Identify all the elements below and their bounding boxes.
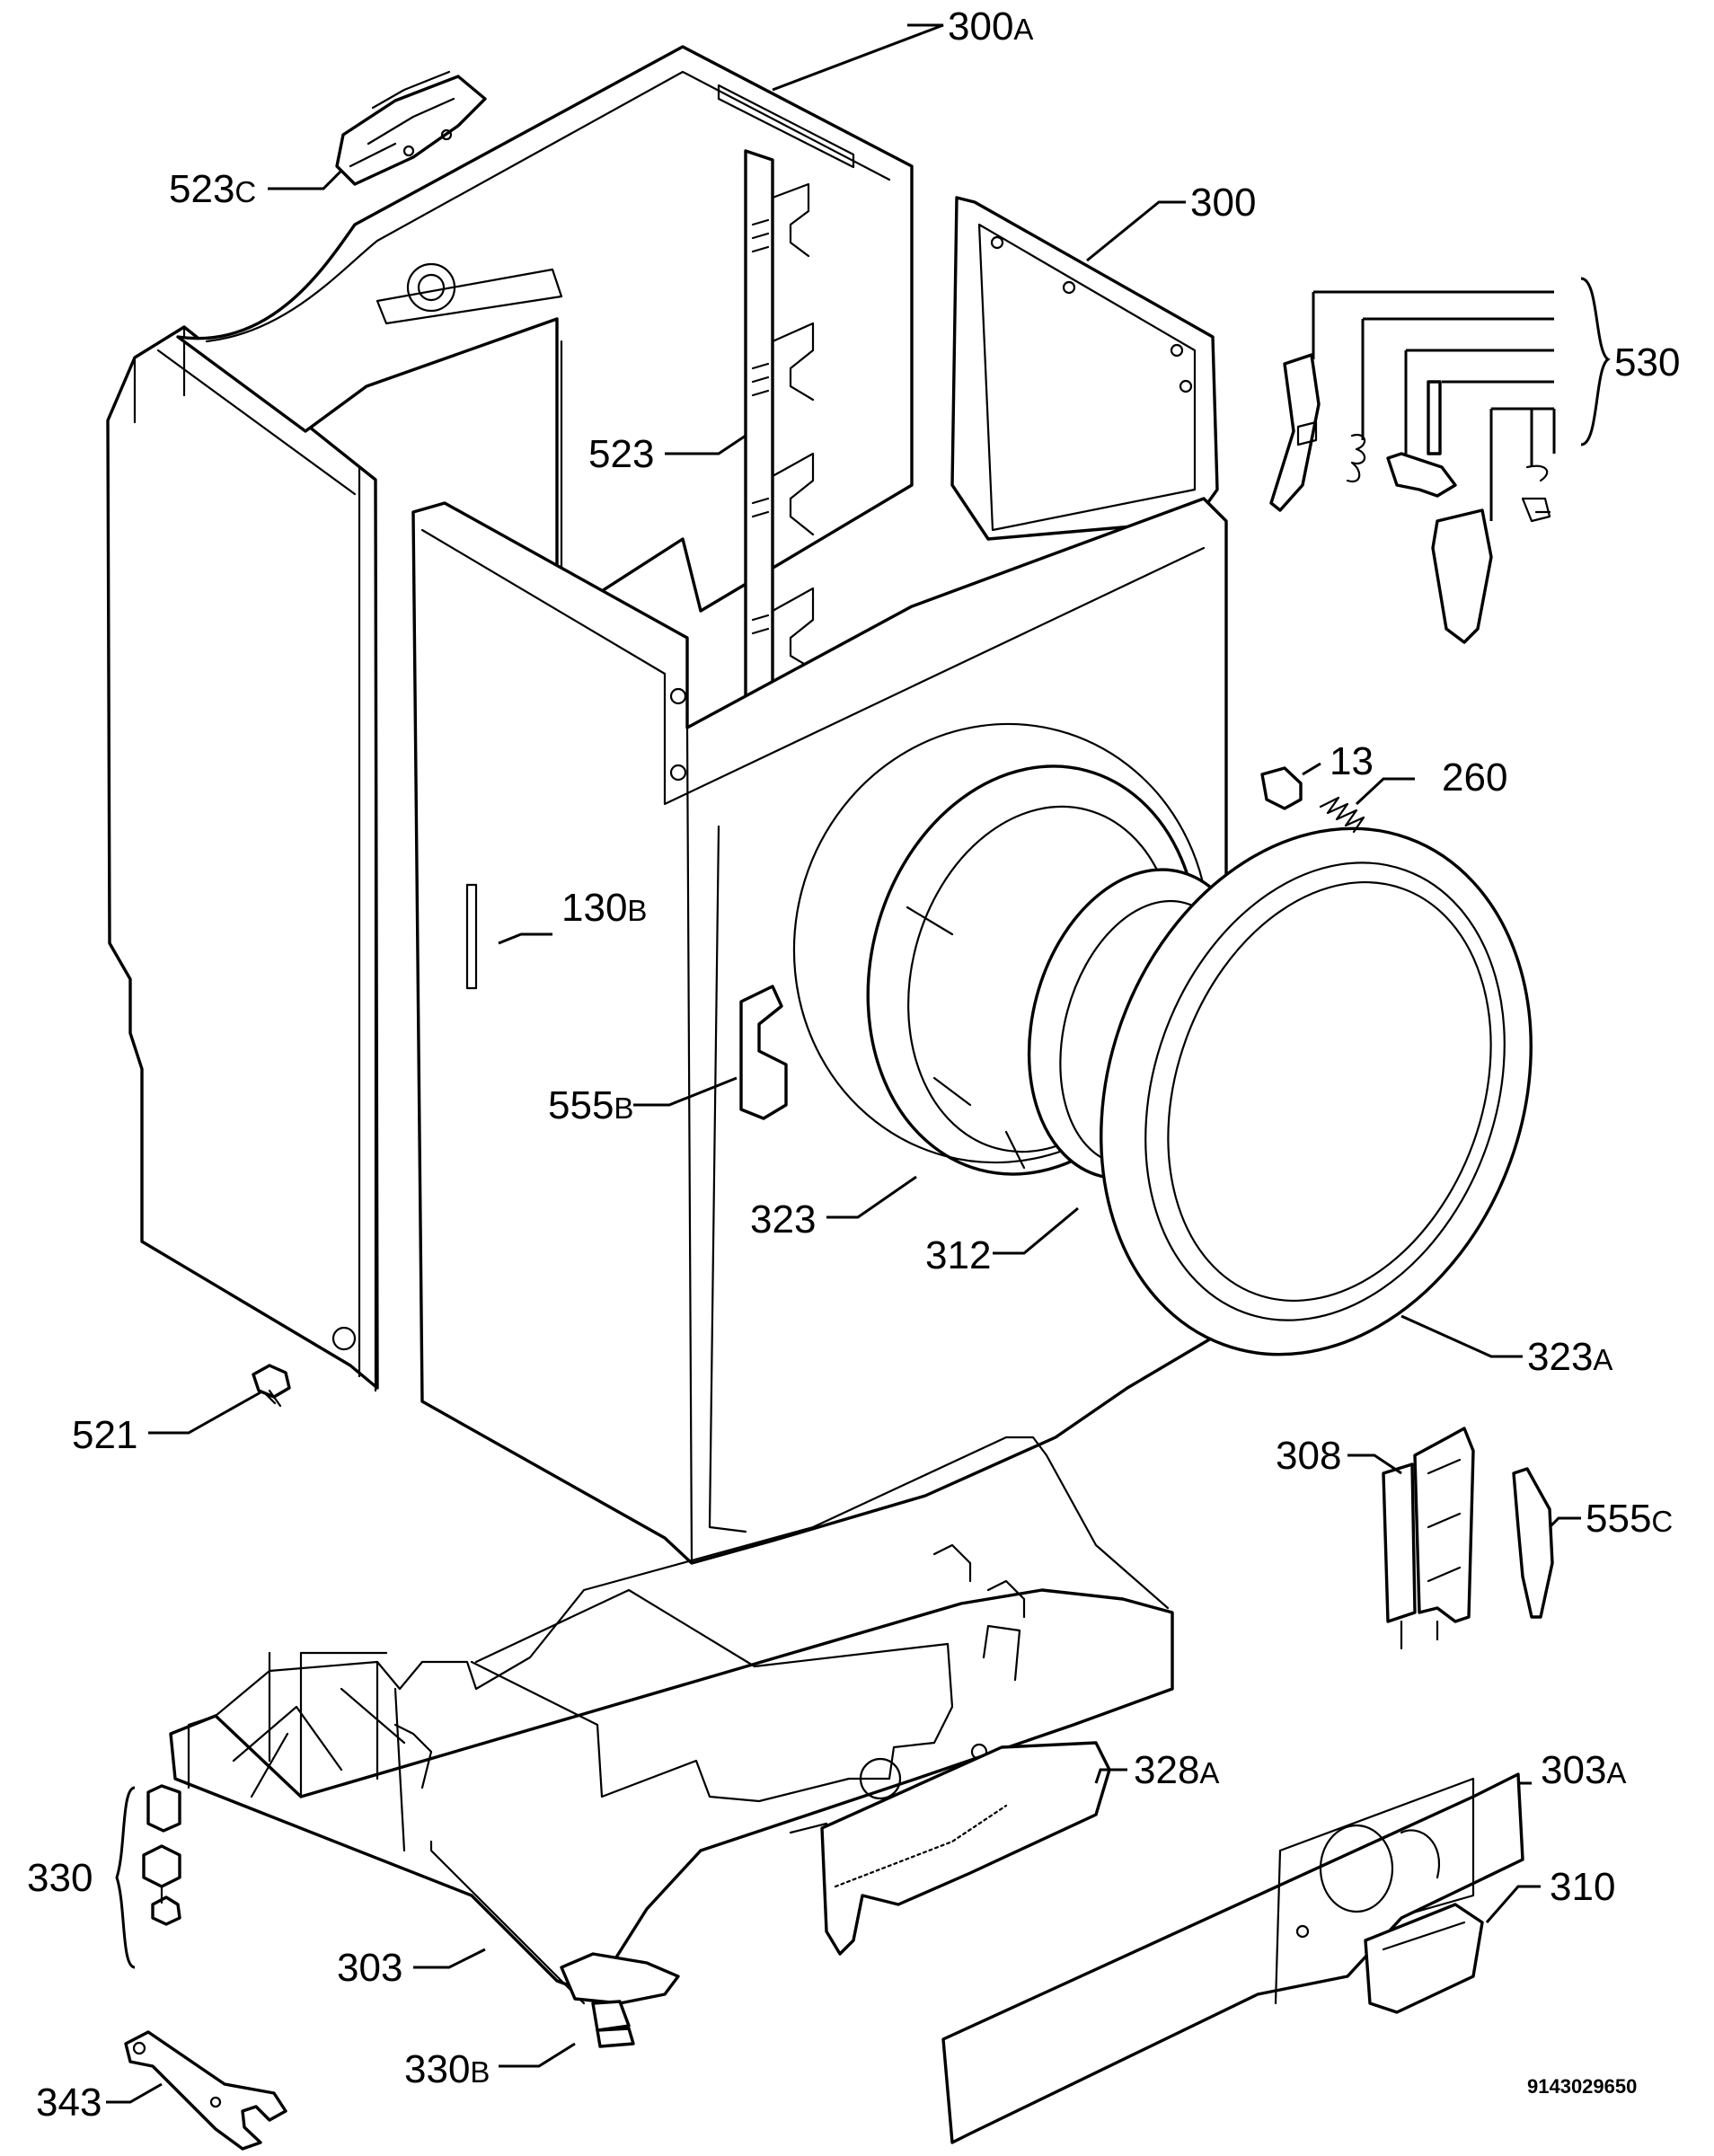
back-panel bbox=[176, 45, 914, 622]
label-555c: 555C bbox=[1586, 1497, 1673, 1541]
label-330b: 330B bbox=[404, 2047, 490, 2091]
control-panel-303a bbox=[941, 1772, 1524, 2144]
label-310: 310 bbox=[1550, 1865, 1615, 1909]
label-300: 300 bbox=[1190, 181, 1256, 225]
drawer-front-310 bbox=[1364, 1903, 1484, 2014]
label-308: 308 bbox=[1276, 1434, 1341, 1478]
spring-260 bbox=[1319, 796, 1365, 834]
label-130b: 130B bbox=[561, 886, 647, 930]
leader-lines bbox=[106, 23, 1611, 2104]
diagram-code: 9143029650 bbox=[1527, 2075, 1637, 2098]
catch-555c bbox=[1512, 1467, 1554, 1619]
label-523: 523 bbox=[588, 432, 654, 476]
door-ring-323a bbox=[1100, 826, 1533, 1356]
hinge-308 bbox=[1382, 1427, 1475, 1650]
label-530: 530 bbox=[1614, 340, 1680, 384]
label-555b: 555B bbox=[548, 1083, 633, 1127]
label-260: 260 bbox=[1442, 755, 1507, 800]
label-300a: 300A bbox=[948, 4, 1033, 49]
clip-523c bbox=[335, 70, 487, 186]
label-523c: 523C bbox=[169, 167, 256, 211]
label-343: 343 bbox=[36, 2081, 102, 2125]
support-rail-523 bbox=[744, 149, 815, 701]
label-303: 303 bbox=[337, 1946, 402, 1990]
label-521: 521 bbox=[72, 1413, 137, 1457]
base-frame-303 bbox=[169, 1436, 1174, 2005]
cabinet-300 bbox=[106, 45, 1533, 1565]
label-323a: 323A bbox=[1527, 1335, 1612, 1379]
front-panel bbox=[411, 497, 1228, 1565]
label-312: 312 bbox=[925, 1233, 991, 1277]
label-328a: 328A bbox=[1134, 1748, 1219, 1792]
button-13 bbox=[1260, 766, 1303, 810]
label-303a: 303A bbox=[1541, 1748, 1626, 1792]
screw-521 bbox=[252, 1364, 291, 1408]
label-13: 13 bbox=[1330, 739, 1374, 783]
part-labels: 300A 523C 300 530 523 13 260 130B 555B 3… bbox=[27, 4, 1680, 2125]
adjuster-parts-330 bbox=[142, 1784, 181, 1926]
lock-assembly-530 bbox=[1269, 353, 1551, 644]
label-330: 330 bbox=[27, 1856, 93, 1900]
wrench-343 bbox=[124, 2030, 287, 2151]
label-323: 323 bbox=[750, 1197, 816, 1241]
right-side-frame bbox=[950, 196, 1219, 541]
door-catch-555b bbox=[739, 985, 788, 1120]
foot-330b bbox=[560, 1952, 680, 2048]
left-side-panel bbox=[106, 325, 379, 1390]
filter-cover-328a bbox=[820, 1741, 1111, 1956]
